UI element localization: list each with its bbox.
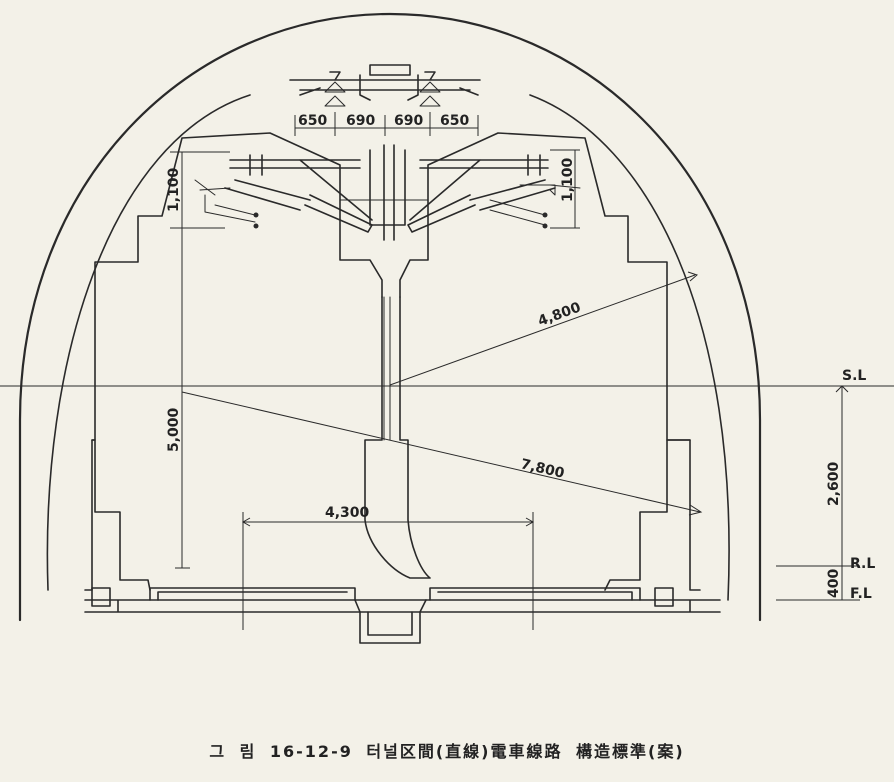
dim-400: 400 (826, 569, 842, 598)
right-registration-point-top (542, 212, 548, 218)
dim-1100-right: 1,100 (560, 157, 576, 202)
floor-line (84, 599, 721, 613)
center-pillar (364, 296, 431, 579)
dim-690-right: 690 (394, 113, 423, 129)
insulator-stack-left (324, 81, 346, 107)
top-insulator-assembly (289, 64, 481, 101)
track-bed-left (149, 587, 356, 601)
dim-left-1100-line (170, 151, 230, 229)
outer-lining (18, 12, 762, 622)
dim-4800: 4,800 (536, 299, 583, 329)
dim-4300: 4,300 (325, 505, 370, 521)
dim-7800: 7,800 (519, 456, 566, 482)
dim-2600: 2,600 (826, 461, 842, 506)
fl-label: F.L (850, 586, 872, 602)
catenary-wires (383, 296, 391, 441)
inner-lining-arc (46, 94, 730, 601)
dim-5000: 5,000 (166, 407, 182, 452)
rl-label: R.L (850, 556, 875, 572)
dim-650-left: 650 (298, 113, 327, 129)
dim-right-2600-line (776, 385, 860, 567)
left-registration-point-top (253, 212, 259, 218)
left-cantilever (224, 154, 373, 233)
track-bed-right (429, 587, 641, 601)
lower-right-wall (604, 439, 691, 591)
tunnel-cross-section-diagram: 650 690 690 650 1,100 5,000 1,100 4,800 … (0, 12, 894, 644)
left-registration-point-bottom (253, 223, 259, 229)
radius-4800-line (389, 271, 698, 386)
dim-1100-left: 1,100 (166, 167, 182, 212)
catenary-hanger (369, 144, 406, 241)
sl-label: S.L (842, 368, 866, 384)
dim-4300-line (241, 512, 535, 630)
right-drain-box (654, 587, 674, 607)
dim-650-right: 650 (440, 113, 469, 129)
figure-caption: 그 림 16-12-9 터널区間(直線)電車線路 構造標準(案) (209, 742, 685, 761)
right-registration (489, 184, 581, 226)
insulator-stack-right (419, 81, 441, 107)
lower-left-wall (91, 439, 151, 591)
center-drain (354, 599, 427, 644)
dim-right-400-line (776, 566, 860, 601)
dim-left-5000-line (175, 228, 190, 569)
left-registration (194, 179, 256, 223)
dim-690-left: 690 (346, 113, 375, 129)
top-dimension-line (294, 112, 479, 136)
right-registration-point-bottom (542, 223, 548, 229)
left-drain-box (91, 587, 111, 607)
right-cantilever (407, 154, 556, 233)
dim-right-1100-line (550, 149, 580, 229)
radius-7800-line (181, 391, 703, 516)
